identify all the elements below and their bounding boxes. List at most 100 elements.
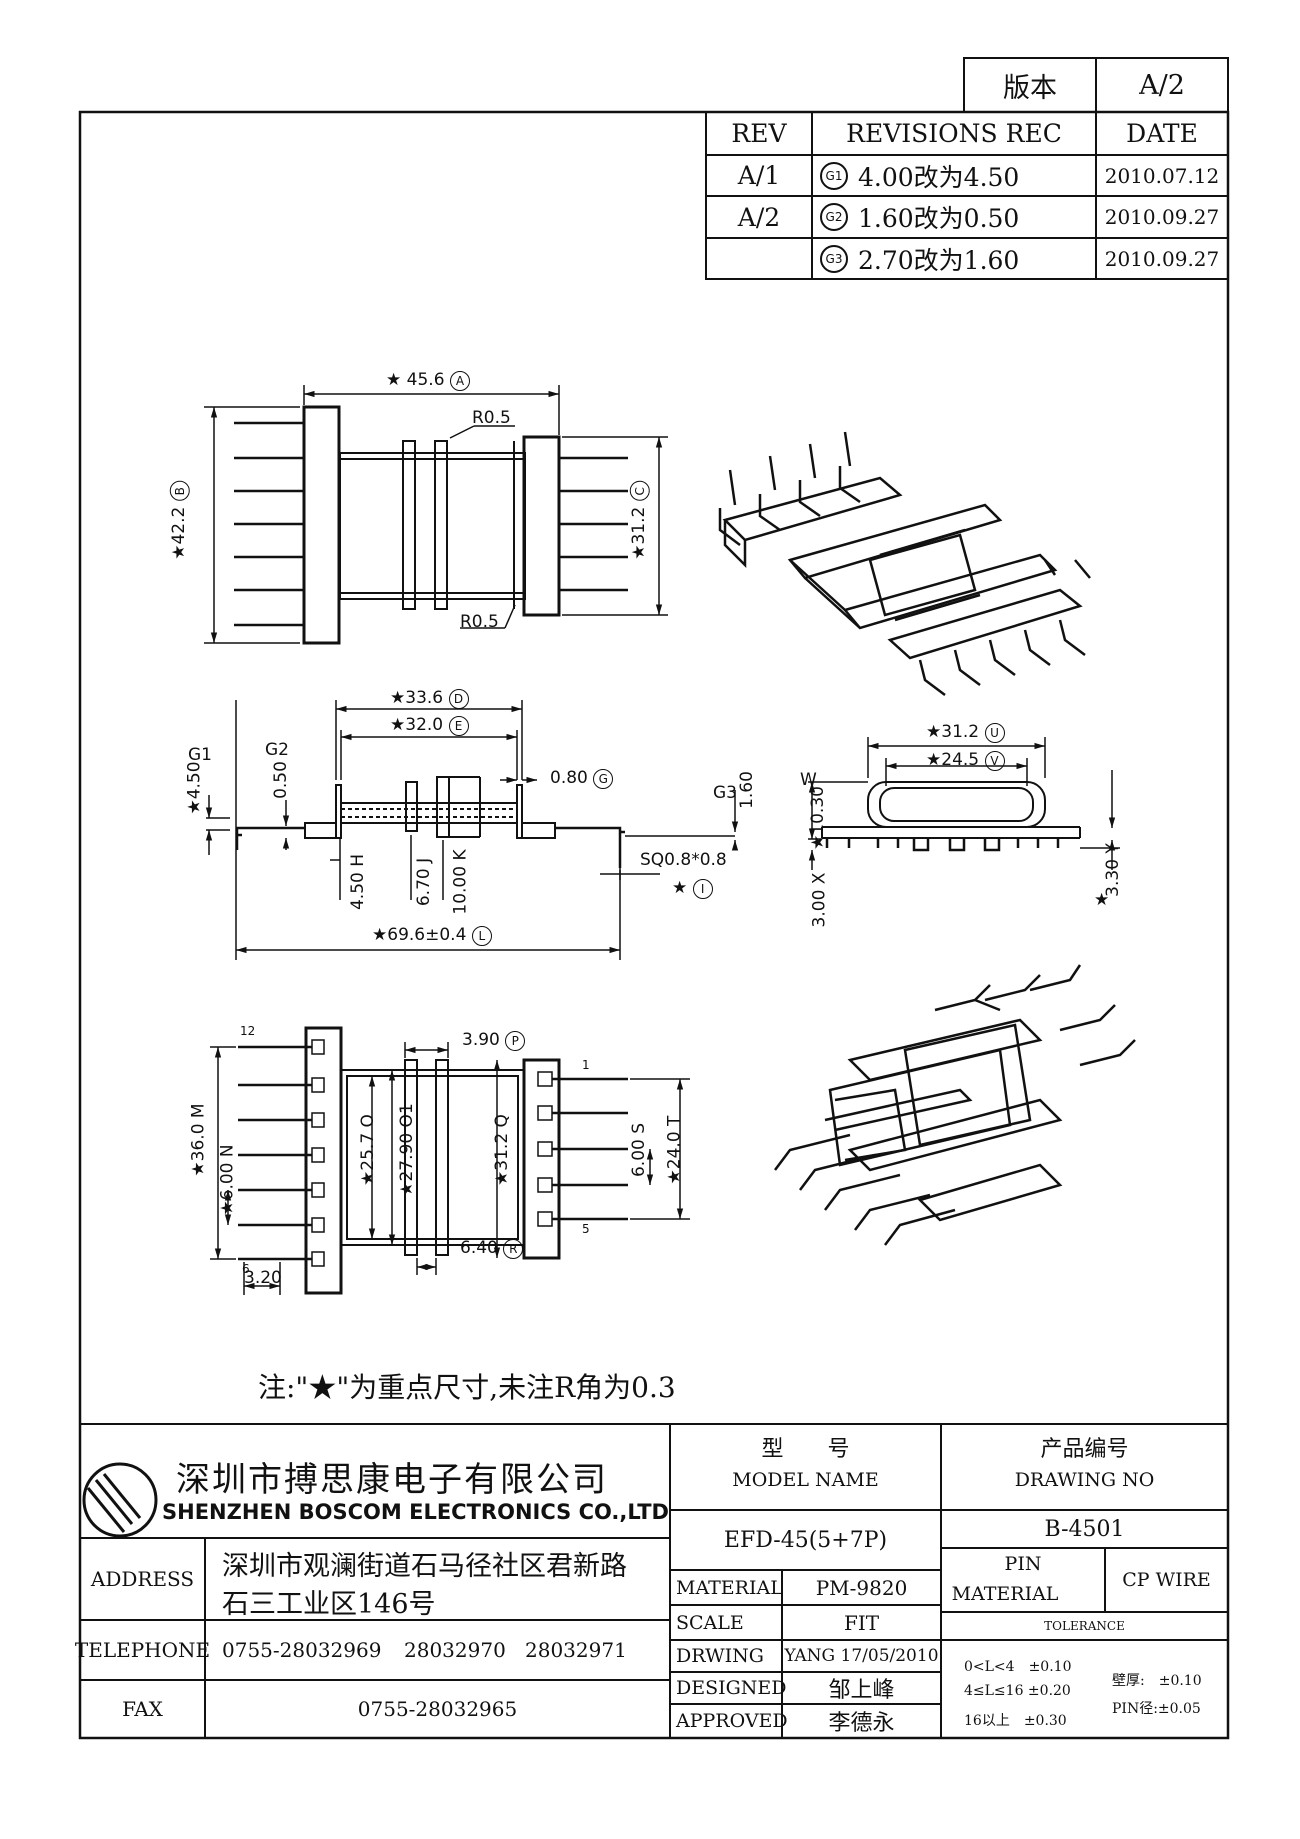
dim-n: ★6.00 N [217,1144,238,1216]
tag-y-icon: Y [1102,843,1123,854]
dim-x: 3.00 X [809,872,830,928]
tag-p-icon: P [505,1031,526,1051]
telephone-label: TELEPHONE [74,1638,211,1662]
tag-x-icon: X [809,872,830,885]
tag-d-icon: D [448,689,469,709]
drawing-label-cn: 产品编号 [1040,1437,1129,1462]
dim-j: 6.70 J [414,857,435,907]
scale-value: FIT [843,1610,880,1635]
revision-table-grid [705,111,1229,280]
company-name-cn: 深圳市搏思康电子有限公司 [176,1460,608,1500]
dim-g3: 1.60 [736,771,757,809]
dim-o: ★25.7 O [357,1114,378,1186]
tag-g3-side-icon: G3 [713,783,737,803]
star-y: ★ [1094,890,1110,910]
dim-e: ★32.0 E [390,715,469,736]
designed-value: 邹上峰 [828,1678,895,1703]
tag-g3-icon: G3 [820,244,848,273]
version-label: 版本 [1003,72,1057,104]
designed-label: DESIGNED [676,1677,787,1699]
drawing-label-en: DRAWING NO [1014,1469,1155,1491]
tag-g1-side-icon: G1 [188,745,212,765]
tag-r-icon: R [503,1239,524,1259]
tag-v-icon: V [984,751,1005,771]
bottom-view-pins-left [238,1045,312,1261]
telephone-3: 28032971 [525,1638,627,1662]
dim-l: ★69.6±0.4 L [372,925,492,946]
tag-j-icon: J [414,857,435,863]
tag-g-icon: G [593,769,614,789]
tag-g2-side-icon: G2 [265,740,289,760]
isometric-view-bottom [774,964,1136,1246]
tolerance-1: 0<L<4 ±0.10 [964,1659,1072,1675]
pin-label-6: 6 [242,1262,250,1276]
rev-row-3-rev [706,238,812,279]
tag-k-icon: K [450,849,471,861]
dim-y: 3.30 Y [1102,843,1123,897]
approved-label: APPROVED [676,1710,788,1732]
top-view-pins-left [234,421,304,627]
pin-tolerance: PIN径:±0.05 [1112,1701,1201,1717]
revisions-rec-header: REVISIONS REC [846,119,1062,148]
dim-g: 0.80 G [550,768,614,789]
dim-g2: 0.50 [270,761,291,799]
dim-m: ★36.0 M [188,1103,209,1177]
dim-b: ★42.2 B [169,481,190,560]
pin-material-value: CP WIRE [1122,1569,1211,1591]
tag-l-icon: L [471,926,492,946]
dim-c: ★31.2 C [629,481,650,560]
tag-c-icon: C [629,481,650,502]
dim-r05-top: R0.5 [472,408,511,428]
dim-d: ★33.6 D [390,688,469,709]
pin-material-label: MATERIAL [951,1583,1059,1605]
dim-h: 4.50 H [348,853,369,911]
tag-i-icon: I [692,879,713,899]
rev-row-2-date: 2010.09.27 [1104,205,1220,229]
tolerance-label: TOLERANCE [1044,1619,1125,1633]
fax-label: FAX [122,1697,163,1721]
tag-o1-icon: O1 [396,1103,417,1128]
tag-t-icon: T [664,1115,685,1126]
tag-s-icon: S [629,1122,650,1134]
tag-o-icon: O [357,1114,378,1128]
dim-w: ★10.30 [807,786,828,850]
rev-row-2-change: G2 1.60改为0.50 [820,196,1090,238]
model-label-cn: 型 号 [761,1437,850,1462]
rev-row-1-rev: A/1 [737,161,781,190]
drwing-value: YANG 17/05/2010 [784,1646,939,1666]
tag-a-icon: A [449,371,470,391]
dim-t: ★24.0 T [664,1115,685,1185]
telephone-2: 28032970 [404,1638,506,1662]
tag-w-icon: W [800,770,817,790]
scale-label: SCALE [676,1611,744,1634]
telephone-1: 0755-28032969 [222,1638,382,1662]
tag-n-icon: N [217,1144,238,1158]
tag-m-icon: M [188,1103,209,1119]
pin-label-12: 12 [240,1024,256,1038]
tolerance-2: 4≤L≤16 ±0.20 [964,1683,1071,1699]
material-value: PM-9820 [815,1575,908,1600]
tag-q-icon: Q [491,1114,512,1128]
rev-row-3-date: 2010.09.27 [1104,246,1220,271]
pin-label: PIN [1004,1553,1042,1575]
dim-r05-bottom: R0.5 [460,612,499,632]
address-line-2: 石三工业区146号 [222,1589,436,1620]
pin-label-5: 5 [582,1222,590,1236]
rev-row-2-rev: A/2 [737,202,781,232]
dim-g1: ★4.50 [184,761,205,815]
tag-u-icon: U [984,723,1005,743]
dim-k: 10.00 K [450,849,471,915]
dim-a: ★ 45.6 A [386,370,470,391]
tag-e-icon: E [448,716,469,736]
date-header: DATE [1126,119,1198,148]
dim-v: ★24.5 V [926,750,1005,771]
top-view [204,385,668,645]
version-value: A/2 [1139,69,1185,101]
rev-row-1-change: G1 4.00改为4.50 [820,155,1090,196]
dim-q: ★31.2 Q [491,1114,512,1186]
address-line-1: 深圳市观澜街道石马径社区君新路 [222,1551,627,1582]
material-label: MATERIAL [676,1576,783,1599]
dim-i: ★ I [672,878,713,899]
tag-b-icon: B [169,481,190,502]
rev-row-3-change: G3 2.70改为1.60 [820,238,1090,279]
